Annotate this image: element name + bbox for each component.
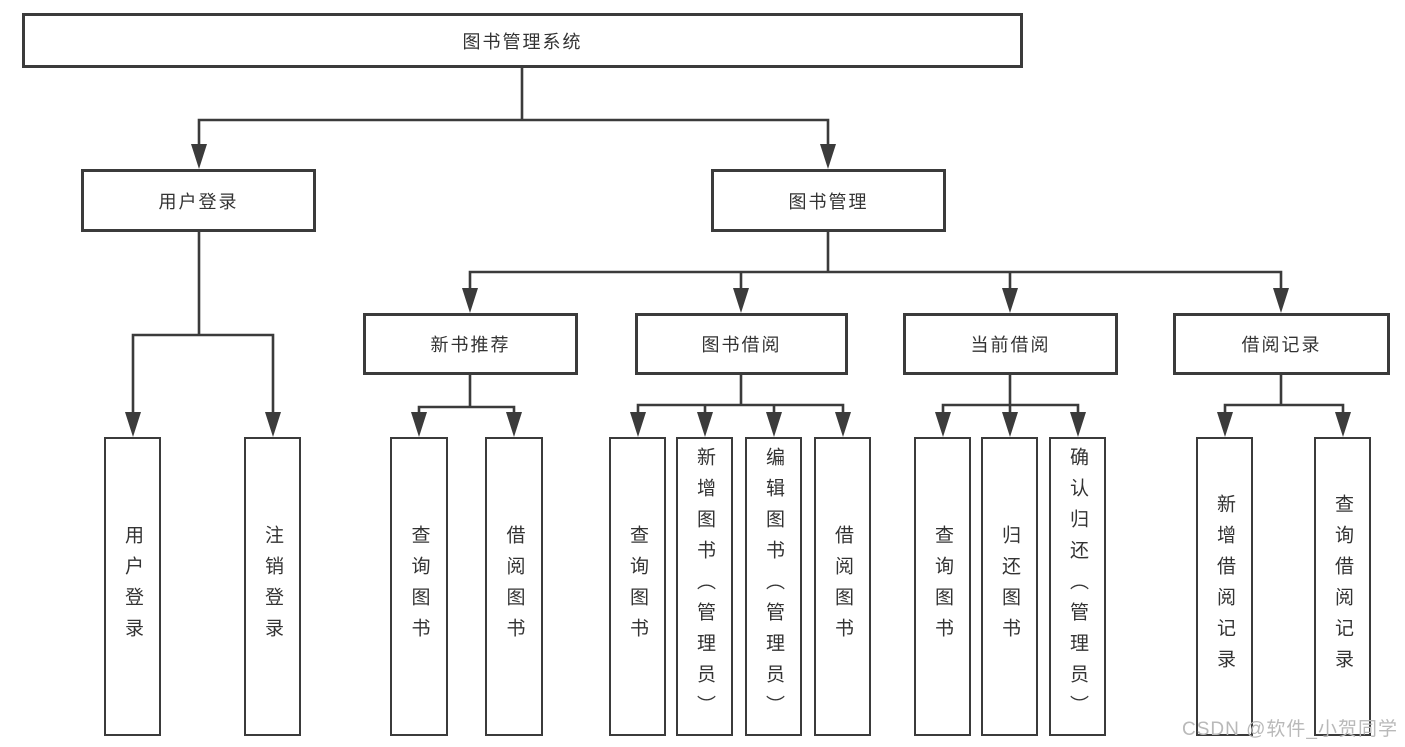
- leaf-query-borrow-record: 查询借阅记录: [1314, 437, 1371, 736]
- connector-lines: [131, 68, 1345, 415]
- node-book-management: 图书管理: [711, 169, 946, 232]
- leaf-user-login: 用户登录: [104, 437, 161, 736]
- node-new-book-recommendation: 新书推荐: [363, 313, 578, 375]
- csdn-watermark: CSDN @软件_小贺同学: [1182, 719, 1398, 740]
- leaf-logout: 注销登录: [244, 437, 301, 736]
- connector-arrowheads: [125, 144, 1351, 437]
- leaf-return-book: 归还图书: [981, 437, 1038, 736]
- leaf-add-book-admin: 新增图书（管理员）: [676, 437, 733, 736]
- node-library-management-system: 图书管理系统: [22, 13, 1023, 68]
- node-current-borrowing: 当前借阅: [903, 313, 1118, 375]
- leaf-confirm-return-admin: 确认归还（管理员）: [1049, 437, 1106, 736]
- node-borrowing-records: 借阅记录: [1173, 313, 1390, 375]
- leaf-query-books-recommend: 查询图书: [390, 437, 448, 736]
- leaf-query-books-borrowing: 查询图书: [609, 437, 666, 736]
- node-user-login: 用户登录: [81, 169, 316, 232]
- leaf-query-books-current: 查询图书: [914, 437, 971, 736]
- leaf-borrow-books-borrowing: 借阅图书: [814, 437, 871, 736]
- node-book-borrowing: 图书借阅: [635, 313, 848, 375]
- leaf-borrow-books-recommend: 借阅图书: [485, 437, 543, 736]
- leaf-edit-book-admin: 编辑图书（管理员）: [745, 437, 802, 736]
- leaf-add-borrow-record: 新增借阅记录: [1196, 437, 1253, 736]
